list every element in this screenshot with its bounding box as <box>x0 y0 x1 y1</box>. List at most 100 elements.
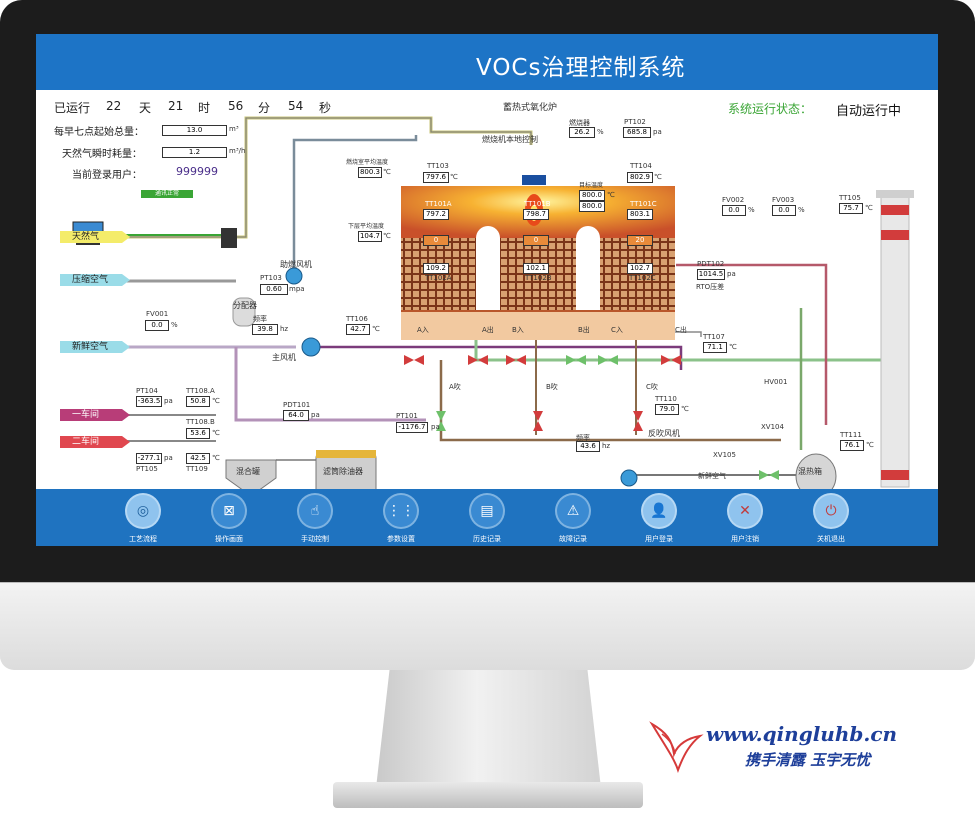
valve-b-in[interactable]: B入 <box>512 326 524 334</box>
tt108b-unit: ℃ <box>212 429 220 437</box>
pt104-value: -363.5 <box>136 396 162 407</box>
pdt101-unit: pa <box>311 411 320 419</box>
tt108b-tag: TT108.B <box>186 418 215 426</box>
toolbar-history-label: 历史记录 <box>473 535 501 543</box>
toolbar-operation-button[interactable]: ⊠ 操作画面 <box>199 493 259 544</box>
freq1-value: 39.8 <box>252 324 278 335</box>
tt110-unit: ℃ <box>681 405 689 413</box>
tt101a-value: 797.2 <box>423 209 449 220</box>
tt102b-tag: TT102B <box>525 274 552 282</box>
burner-pct-tag: 燃烧器 <box>569 119 590 127</box>
fv002-unit: % <box>748 206 755 214</box>
valve-c-in[interactable]: C入 <box>611 326 623 334</box>
tt111-unit: ℃ <box>866 441 874 449</box>
valve-c-blow[interactable]: C吹 <box>646 383 658 391</box>
upper-avg-tag: 燃烧室平均温度 <box>346 159 389 166</box>
bottom-toolbar: ◎ 工艺流程 ⊠ 操作画面 ☝ 手动控制 ⋮⋮ 参数设置 ▤ 历史记录 ⚠ 故障… <box>36 489 938 546</box>
monitor-stand-neck <box>376 670 601 788</box>
screen: VOCs治理控制系统 <box>36 34 938 546</box>
fv003-tag: FV003 <box>772 196 795 204</box>
mix-box-label: 混热箱 <box>798 467 822 476</box>
tt111-tag: TT111 <box>840 431 862 439</box>
runtime-label: 已运行 <box>54 101 91 115</box>
valve-c-out[interactable]: C出 <box>675 326 687 334</box>
valve-a-out[interactable]: A出 <box>482 326 494 334</box>
toolbar-fault-button[interactable]: ⚠ 故障记录 <box>543 493 603 544</box>
fv003-unit: % <box>798 206 805 214</box>
freq2-label: 频率 <box>576 434 590 442</box>
runtime-minute-unit: 分 <box>258 101 271 115</box>
burner-label: 燃烧机本地控制 <box>482 135 538 144</box>
operation-icon: ⊠ <box>211 493 247 529</box>
hand-icon: ☝ <box>297 493 333 529</box>
toolbar-process-label: 工艺流程 <box>129 535 157 543</box>
lower-avg-unit: ℃ <box>383 232 391 240</box>
freq2-value: 43.6 <box>576 441 600 452</box>
valve-b-blow[interactable]: B吹 <box>546 383 558 391</box>
tt105-unit: ℃ <box>865 204 873 212</box>
tt107-tag: TT107 <box>703 333 725 341</box>
tt103-tag: TT103 <box>427 162 449 170</box>
fv001-value: 0.0 <box>145 320 169 331</box>
pt101-unit: pa <box>431 423 440 431</box>
toolbar-process-button[interactable]: ◎ 工艺流程 <box>113 493 173 544</box>
filter-label: 滤筒除油器 <box>323 467 363 476</box>
tt108a-unit: ℃ <box>212 397 220 405</box>
mix-tank-label: 混合罐 <box>236 467 260 476</box>
tt102b-value: 102.1 <box>523 263 549 274</box>
furnace-label: 蓄热式氧化炉 <box>503 103 558 113</box>
runtime-hour-unit: 时 <box>198 101 211 115</box>
valve-a-in[interactable]: A入 <box>417 326 429 334</box>
tt101c-tag: TT101C <box>630 200 657 208</box>
tt109-unit: ℃ <box>212 454 220 462</box>
tt108a-tag: TT108.A <box>186 387 215 395</box>
tt110-value: 79.0 <box>655 404 679 415</box>
runtime-days: 22 <box>106 99 122 113</box>
monitor-chin <box>0 582 975 670</box>
tt111-value: 76.1 <box>840 440 864 451</box>
pt102-unit: pa <box>653 128 662 136</box>
runtime-day-unit: 天 <box>139 101 152 115</box>
upper-avg-unit: ℃ <box>383 168 391 176</box>
tt108b-value: 53.6 <box>186 428 210 439</box>
burn-fan-label: 助燃风机 <box>280 260 312 269</box>
pdt101-value: 64.0 <box>283 410 309 421</box>
tt109-value: 42.5 <box>186 453 210 464</box>
toolbar-history-button[interactable]: ▤ 历史记录 <box>457 493 517 544</box>
target-tag: 目标温度 <box>579 182 604 189</box>
fv002-value: 0.0 <box>722 205 746 216</box>
toolbar-shutdown-button[interactable]: ⏻ 关机退出 <box>801 493 861 544</box>
bed-b-value: 0 <box>523 235 549 246</box>
gas-unit: m³/h <box>229 147 246 155</box>
valve-b-out[interactable]: B出 <box>578 326 590 334</box>
pt102-value: 685.8 <box>623 127 651 138</box>
tt103-value: 797.6 <box>423 172 449 183</box>
pdt102-unit: pa <box>727 270 736 278</box>
hv001-tag: HV001 <box>764 378 788 386</box>
pt101-value: -1176.7 <box>396 422 428 433</box>
combustion-air-pipe <box>292 135 418 270</box>
brand-url: www.qingluhb.cn <box>706 722 898 746</box>
upper-avg-value: 800.3 <box>358 167 382 178</box>
main-fan-label: 主风机 <box>272 353 296 362</box>
toolbar-params-button[interactable]: ⋮⋮ 参数设置 <box>371 493 431 544</box>
valve-a-blow[interactable]: A吹 <box>449 383 461 391</box>
toolbar-login-button[interactable]: 👤 用户登录 <box>629 493 689 544</box>
tt105-tag: TT105 <box>839 194 861 202</box>
pt101-tag: PT101 <box>396 412 418 420</box>
fv001-unit: % <box>171 321 178 329</box>
bed-c-value: 20 <box>627 235 653 246</box>
total-value: 13.0 <box>162 125 227 136</box>
tt102c-tag: TT102C <box>629 274 656 282</box>
tt107-value: 71.1 <box>703 342 727 353</box>
toolbar-manual-button[interactable]: ☝ 手动控制 <box>285 493 345 544</box>
back-fan-label: 反吹风机 <box>648 429 680 438</box>
toolbar-logout-button[interactable]: ✕ 用户注销 <box>715 493 775 544</box>
tt110-tag: TT110 <box>655 395 677 403</box>
tt106-value: 42.7 <box>346 324 370 335</box>
source-compressed-air: 压缩空气 <box>60 274 130 286</box>
process-icon: ◎ <box>125 493 161 529</box>
history-icon: ▤ <box>469 493 505 529</box>
source-workshop-2: 二车间 <box>60 436 130 448</box>
tt101c-value: 803.1 <box>627 209 653 220</box>
